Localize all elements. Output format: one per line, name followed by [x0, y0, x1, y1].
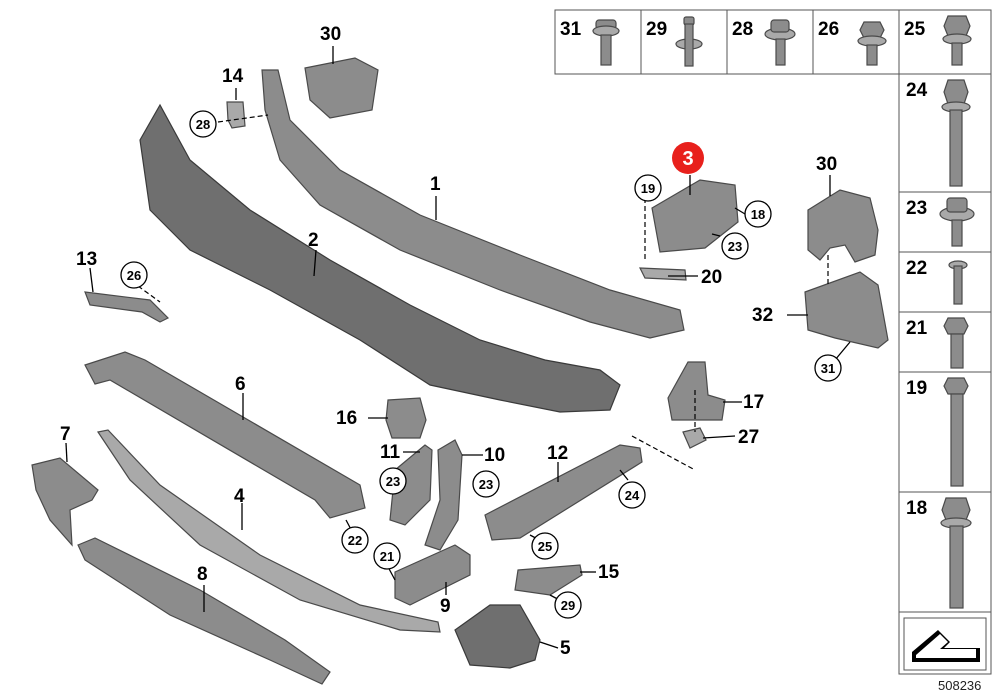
circled-label-24: 24: [618, 481, 646, 509]
label-part-16: 16: [336, 408, 357, 429]
label-part-20: 20: [701, 267, 722, 288]
circled-label-26: 26: [120, 261, 148, 289]
label-part-32: 32: [752, 305, 773, 326]
label-part-9: 9: [440, 596, 451, 617]
hardware-label-25: 25: [904, 19, 926, 40]
part-5-shape: [454, 604, 541, 669]
part-15-shape: [514, 564, 583, 596]
svg-text:23: 23: [728, 239, 742, 254]
label-part-7: 7: [60, 424, 71, 445]
part-16-shape: [385, 397, 427, 439]
label-part-11: 11: [380, 442, 401, 463]
part-4-shape: [97, 429, 441, 633]
rivet-22-icon: [948, 260, 968, 305]
hardware-label-19: 19: [906, 378, 927, 399]
hardware-label-23: 23: [906, 198, 927, 219]
bolt-18-icon: [940, 497, 972, 609]
svg-text:29: 29: [561, 598, 575, 613]
screw-28-icon: [764, 19, 796, 66]
circled-label-22: 22: [341, 526, 369, 554]
screw-25-icon: [942, 15, 972, 66]
part-13-shape: [84, 291, 170, 323]
label-part-30-right: 30: [816, 154, 837, 175]
bolt-21-icon: [943, 317, 969, 369]
label-part-2: 2: [308, 230, 319, 251]
circled-label-25: 25: [531, 532, 559, 560]
circled-label-23-bracket: 23: [721, 232, 749, 260]
part-14-shape: [226, 101, 246, 129]
label-part-12: 12: [547, 443, 568, 464]
svg-text:18: 18: [751, 207, 765, 222]
highlighted-part-3-badge[interactable]: 3: [672, 142, 704, 174]
part-30a-shape: [304, 57, 379, 119]
part-2-shape: [139, 103, 621, 413]
part-9-shape: [394, 544, 471, 606]
direction-arrow-icon: [903, 617, 987, 671]
bolt-19-icon: [943, 377, 969, 487]
label-part-8: 8: [197, 564, 208, 585]
part-30b-shape: [807, 189, 879, 263]
part-7-shape: [31, 457, 99, 547]
svg-text:31: 31: [821, 361, 835, 376]
part-11-shape: [389, 444, 433, 526]
label-part-4: 4: [234, 486, 245, 507]
part-27-shape: [682, 427, 707, 449]
svg-text:24: 24: [625, 488, 640, 503]
screw-26-icon: [857, 21, 887, 66]
hardware-label-21: 21: [906, 318, 928, 339]
hardware-label-24: 24: [906, 80, 928, 101]
circled-label-28: 28: [189, 110, 217, 138]
circled-label-21: 21: [373, 542, 401, 570]
hardware-label-28: 28: [732, 19, 753, 40]
part-10-shape: [424, 439, 463, 551]
circled-label-18: 18: [744, 200, 772, 228]
document-number: 508236: [938, 678, 981, 693]
part-17-shape: [667, 361, 726, 421]
svg-text:21: 21: [380, 549, 394, 564]
circled-label-29: 29: [554, 591, 582, 619]
hardware-label-29: 29: [646, 19, 667, 40]
part-6-shape: [84, 351, 366, 519]
hardware-label-22: 22: [906, 258, 927, 279]
label-part-17: 17: [743, 392, 764, 413]
label-part-30-top: 30: [320, 24, 341, 45]
bolt-23-icon: [939, 197, 975, 247]
label-part-1: 1: [430, 174, 441, 195]
hardware-label-26: 26: [818, 19, 839, 40]
hardware-label-18: 18: [906, 498, 927, 519]
hardware-legend: 31 29 28 26 25 24 23 22 21 19 18: [554, 9, 992, 675]
label-part-6: 6: [235, 374, 246, 395]
part-3-shape: [651, 179, 739, 253]
screw-29-icon: [675, 16, 703, 67]
part-1-shape: [261, 69, 685, 339]
label-part-15: 15: [598, 562, 620, 583]
label-part-10: 10: [484, 445, 505, 466]
hardware-label-31: 31: [560, 19, 582, 40]
label-part-13: 13: [76, 249, 97, 270]
svg-text:19: 19: [641, 181, 655, 196]
label-part-14: 14: [222, 66, 244, 87]
screw-31-icon: [592, 19, 620, 66]
svg-text:28: 28: [196, 117, 210, 132]
circled-label-19: 19: [634, 174, 662, 202]
label-part-27: 27: [738, 427, 759, 448]
circled-label-23-right: 23: [472, 470, 500, 498]
circled-label-23-left: 23: [379, 467, 407, 495]
svg-text:22: 22: [348, 533, 362, 548]
part-32-shape: [804, 271, 889, 349]
svg-text:26: 26: [127, 268, 141, 283]
circled-label-31: 31: [814, 354, 842, 382]
bolt-24-icon: [941, 79, 971, 187]
part-12-shape: [484, 444, 643, 541]
svg-text:23: 23: [386, 474, 400, 489]
svg-text:23: 23: [479, 477, 493, 492]
label-part-5: 5: [560, 638, 571, 659]
label-part-3: 3: [682, 148, 693, 170]
svg-text:25: 25: [538, 539, 552, 554]
part-20-shape: [639, 267, 687, 281]
